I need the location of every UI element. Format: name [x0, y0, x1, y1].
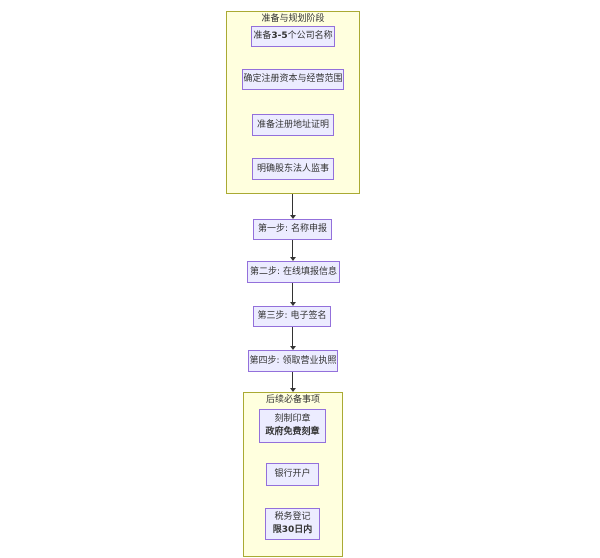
node-prepare-company-names-text-post: 个公司名称	[287, 31, 333, 41]
node-prepare-company-names-text-bold: 3-5	[271, 31, 288, 41]
node-bank-account-text: 银行开户	[274, 469, 311, 479]
node-bank-account: 银行开户	[266, 463, 319, 486]
node-tax-registration-line2: 限30日内	[272, 525, 313, 535]
node-address-proof: 准备注册地址证明	[252, 114, 334, 136]
cluster-preparation-title: 准备与规划阶段	[261, 14, 325, 24]
cluster-followup-title: 后续必备事项	[265, 395, 320, 405]
node-step-1-text: 第一步: 名称申报	[258, 224, 327, 234]
node-shareholders-legal-supervisor-text: 明确股东法人监事	[256, 163, 329, 174]
node-tax-registration-line1: 税务登记	[274, 512, 311, 522]
node-step-2-text: 第二步: 在线填报信息	[250, 266, 337, 277]
node-step-4: 第四步: 领取营业执照	[248, 350, 338, 372]
node-step-4-text: 第四步: 领取营业执照	[249, 355, 337, 366]
connector-arrow-2	[289, 240, 296, 261]
connector-arrow-5	[289, 372, 296, 392]
node-step-2: 第二步: 在线填报信息	[247, 261, 340, 283]
node-seal-engraving: 刻制印章 政府免费刻章	[259, 409, 326, 443]
node-seal-engraving-line1: 刻制印章	[274, 414, 311, 424]
node-shareholders-legal-supervisor: 明确股东法人监事	[252, 158, 334, 180]
connector-arrow-4	[289, 327, 296, 350]
node-registered-capital-scope-text: 确定注册资本与经营范围	[243, 74, 343, 84]
node-step-1: 第一步: 名称申报	[253, 219, 332, 240]
node-registered-capital-scope: 确定注册资本与经营范围	[242, 69, 344, 90]
node-address-proof-text: 准备注册地址证明	[256, 119, 329, 130]
node-step-3: 第三步: 电子签名	[253, 306, 331, 327]
node-seal-engraving-line2: 政府免费刻章	[265, 427, 320, 437]
node-step-3-text: 第三步: 电子签名	[257, 311, 327, 321]
connector-arrow-3	[289, 283, 296, 306]
node-tax-registration: 税务登记 限30日内	[265, 508, 320, 540]
node-prepare-company-names-text-pre: 准备	[253, 31, 272, 41]
connector-arrow-1	[289, 194, 296, 219]
